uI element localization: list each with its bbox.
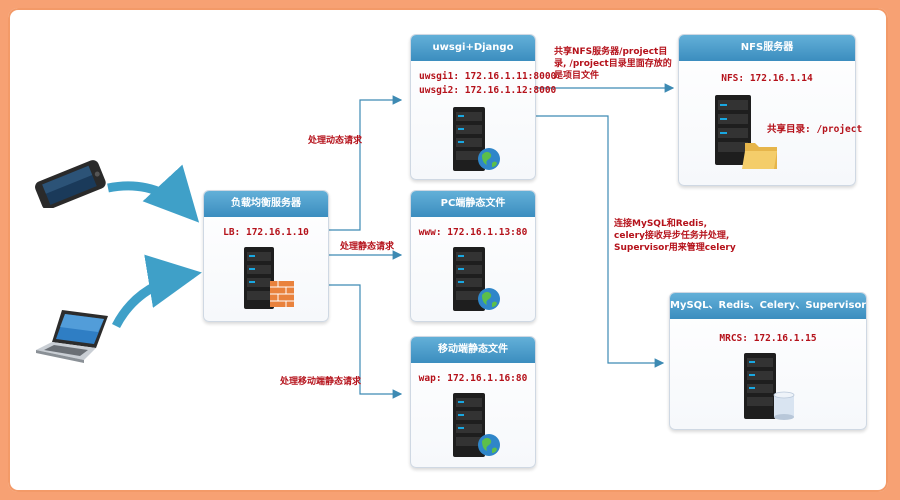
mrcs-server-card: MySQL、Redis、Celery、Supervisor MRCS: 172.…: [669, 292, 867, 430]
lb-ip: LB: 172.16.1.10: [223, 227, 309, 238]
uwsgi1-address: uwsgi1: 172.16.1.11:8000: [419, 71, 557, 82]
uwsgi-title: uwsgi+Django: [411, 35, 535, 61]
lb-to-uwsgi-link: [328, 95, 403, 231]
server-with-globe-icon: [447, 245, 503, 319]
uwsgi2-address: uwsgi2: 172.16.1.12:8000: [419, 85, 557, 96]
server-with-globe-icon: [447, 105, 503, 179]
server-with-folder-icon: [707, 91, 787, 175]
label-static-request: 处理静态请求: [340, 242, 395, 252]
mrcs-title: MySQL、Redis、Celery、Supervisor: [670, 293, 866, 319]
nfs-desc-line2: 录, /project目录里面存放的: [554, 59, 672, 69]
nfs-desc-line3: 是项目文件: [554, 71, 600, 81]
label-mobile-static-request: 处理移动端静态请求: [280, 377, 362, 387]
pc-address: www: 172.16.1.13:80: [418, 227, 528, 238]
connector-layer: [107, 83, 675, 399]
mobile-address: wap: 172.16.1.16:80: [418, 373, 528, 384]
nfs-desc-line1: 共享NFS服务器/project目: [554, 47, 668, 57]
pc-static-card: PC端静态文件 www: 172.16.1.13:80: [410, 190, 536, 322]
server-with-globe-icon: [447, 391, 503, 465]
pc-title: PC端静态文件: [411, 191, 535, 217]
smartphone-icon: [30, 160, 110, 212]
laptop-to-lb-arrow: [111, 254, 202, 329]
laptop-icon: [32, 306, 112, 370]
mobile-static-card: 移动端静态文件 wap: 172.16.1.16:80: [410, 336, 536, 468]
nfs-share-dir: 共享目录: /project: [767, 124, 863, 135]
label-mrcs-description: 连接MySQL和Redis, celery接收异步任务并处理, Supervis…: [614, 218, 736, 254]
lb-server-card: 负载均衡服务器 LB: 172.16.1.10: [203, 190, 329, 322]
mrcs-desc-line1: 连接MySQL和Redis,: [614, 219, 708, 229]
label-nfs-description: 共享NFS服务器/project目 录, /project目录里面存放的 是项目…: [554, 46, 672, 82]
nfs-server-card: NFS服务器 NFS: 172.16.1.14 共享目录: /project: [678, 34, 862, 186]
server-with-firewall-icon: [238, 243, 298, 317]
diagram-canvas: 负载均衡服务器 LB: 172.16.1.10 uwsgi+Django uws…: [8, 8, 888, 492]
uwsgi-django-card: uwsgi+Django uwsgi1: 172.16.1.11:8000 uw…: [410, 34, 556, 180]
label-dynamic-request: 处理动态请求: [308, 136, 363, 146]
mobile-title: 移动端静态文件: [411, 337, 535, 363]
server-with-database-icon: [740, 351, 800, 427]
mrcs-desc-line3: Supervisor用来管理celery: [614, 243, 736, 253]
nfs-title: NFS服务器: [679, 35, 855, 61]
mrcs-desc-line2: celery接收异步任务并处理,: [614, 231, 730, 241]
nfs-address: NFS: 172.16.1.14: [721, 73, 813, 84]
mrcs-address: MRCS: 172.16.1.15: [719, 333, 817, 344]
phone-to-lb-arrow: [107, 164, 200, 223]
lb-to-mobile-link: [328, 284, 403, 399]
uwsgi-to-mrcs-link: [536, 115, 665, 368]
lb-title: 负载均衡服务器: [204, 191, 328, 217]
